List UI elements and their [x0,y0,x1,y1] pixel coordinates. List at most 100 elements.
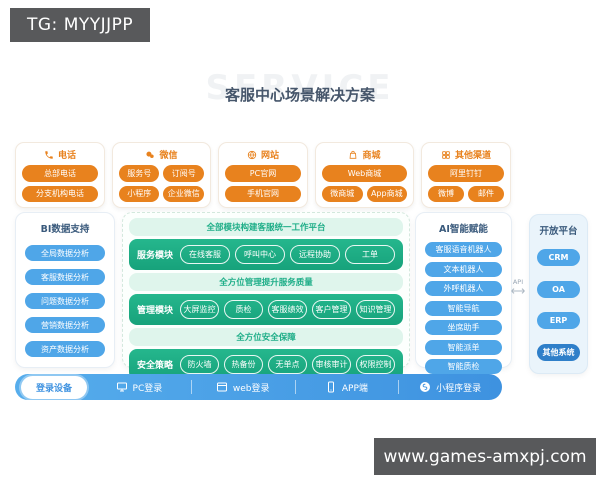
open-platform-pill: OA [537,280,580,298]
module-pill: 防火墙 [180,355,220,374]
channel-pill: 服务号 [118,165,160,182]
channel-pill: 总部电话 [22,165,98,182]
api-connector: API [505,278,531,295]
globe-icon [247,150,257,160]
channel-title: 电话 [57,151,76,161]
login-device-badge: 登录设备 [21,375,88,399]
wechat-icon [145,150,155,160]
bi-pill: 客服数据分析 [25,269,105,285]
bi-pill: 资产数据分析 [25,341,105,357]
open-platform-pill: CRM [537,249,580,266]
channel-pill: 微博 [428,185,465,202]
channel-pill: 订阅号 [163,165,205,182]
tg-watermark-badge: TG: MYYJJPP [10,8,151,42]
page-title: 客服中心场景解决方案 [224,86,375,104]
channel-card-header: 微信 [119,148,204,161]
ai-pill: 外呼机器人 [425,281,502,296]
module-pill: 客户管理 [312,300,352,319]
module-pill: 热备份 [224,355,264,374]
channel-pill: 邮件 [468,185,504,202]
module-pill: 呼叫中心 [235,245,286,264]
channel-card-website: 网站 PC官网 手机官网 [218,142,308,208]
open-platform-title: 开放平台 [539,226,578,237]
login-item-label: APP端 [341,383,368,394]
module-pill: 审核审计 [312,355,352,374]
module-pill: 大屏监控 [180,300,220,319]
ai-panel-title: AI智能赋能 [439,224,488,235]
login-item-web: web登录 [190,374,295,400]
open-platform-panel: 开放平台 CRM OA ERP 其他系统 [529,214,588,374]
ai-pill: 坐席助手 [425,320,502,335]
channel-card-phone: 电话 总部电话 分支机构电话 [15,142,105,208]
browser-icon [216,381,228,393]
login-item-pc: PC登录 [87,374,191,400]
phone-icon [44,150,54,160]
channel-pill: 微商城 [321,185,363,202]
channel-card-mall: 商城 Web商城 微商城 App商城 [314,142,415,208]
ai-pill: 智能质检 [425,359,502,374]
open-platform-pill: 其他系统 [537,343,580,361]
channel-title: 网站 [260,151,279,161]
channel-card-wechat: 微信 服务号 订阅号 小程序 企业微信 [111,142,212,208]
module-pill: 质检 [224,300,264,319]
module-label: 管理模块 [137,306,174,316]
bi-pill: 问题数据分析 [25,293,105,309]
bi-panel-title: BI数据支持 [40,224,90,235]
module-label: 服务模块 [137,251,174,261]
service-watermark: SERVICE [205,68,395,108]
api-connector-label: API [512,278,524,286]
channel-pill: PC官网 [225,165,301,182]
bi-panel: BI数据支持 全局数据分析 客服数据分析 问题数据分析 营销数据分析 资产数据分… [15,212,115,368]
channel-title: 商城 [362,151,381,161]
login-item-app: APP端 [294,374,399,400]
channel-pill: 手机官网 [225,185,301,202]
management-module: 管理模块 大屏监控 质检 客服绩效 客户管理 知识管理 [129,294,403,325]
channel-pill: 企业微信 [163,185,205,202]
mall-icon [348,150,358,160]
ai-pill: 文本机器人 [425,261,502,277]
login-device-bar: 登录设备 PC登录 web登录 APP端 小程序登录 [15,374,502,400]
grid-icon [441,150,451,160]
login-item-label: web登录 [232,383,270,394]
channel-card-header: 其他渠道 [428,148,504,161]
double-arrow-icon [508,287,528,295]
module-pill: 在线客服 [180,245,231,264]
module-pill: 无单点 [268,355,308,374]
bi-pill: 全局数据分析 [25,245,105,261]
ai-pill: 客服语音机器人 [425,242,502,257]
channel-card-header: 电话 [22,148,98,161]
login-item-label: PC登录 [132,383,163,394]
login-item-label: 小程序登录 [436,383,482,394]
page-header: SERVICE 客服中心场景解决方案 [0,68,600,116]
channel-pill: App商城 [366,185,408,202]
channel-title: 微信 [159,151,178,161]
channel-title: 其他渠道 [455,151,492,161]
module-pill: 知识管理 [356,300,396,319]
ai-pill: 智能导航 [425,300,502,316]
channel-row: 电话 总部电话 分支机构电话 微信 服务号 订阅号 小程序 企业微信 网站 [15,142,511,208]
channel-pill: 小程序 [118,185,160,202]
platform-banner: 全方位安全保障 [129,328,403,346]
service-module: 服务模块 在线客服 呼叫中心 远程协助 工单 [129,239,403,270]
module-pill: 远程协助 [290,245,341,264]
site-watermark-badge: www.games-amxpj.com [374,438,596,475]
miniprogram-icon [419,381,431,393]
module-pill: 权限控制 [356,355,396,374]
platform-panel: 全部模块构建客服统一工作平台 服务模块 在线客服 呼叫中心 远程协助 工单 全方… [122,212,410,380]
ai-pill: 智能派单 [425,339,502,355]
module-pill: 工单 [345,245,396,264]
channel-card-other: 其他渠道 阿里钉钉 微博 邮件 [421,142,511,208]
smartphone-icon [325,381,337,393]
monitor-icon [116,381,128,393]
module-label: 安全策略 [137,361,174,371]
open-platform-pill: ERP [537,312,580,330]
channel-card-header: 网站 [225,148,301,161]
login-item-miniprogram: 小程序登录 [398,374,502,400]
channel-pill: Web商城 [321,165,408,182]
channel-card-header: 商城 [322,148,407,161]
channel-pill: 分支机构电话 [22,185,98,202]
ai-panel: AI智能赋能 客服语音机器人 文本机器人 外呼机器人 智能导航 坐席助手 智能派… [415,212,512,374]
module-pill: 客服绩效 [268,300,308,319]
platform-banner: 全方位管理提升服务质量 [129,273,403,291]
